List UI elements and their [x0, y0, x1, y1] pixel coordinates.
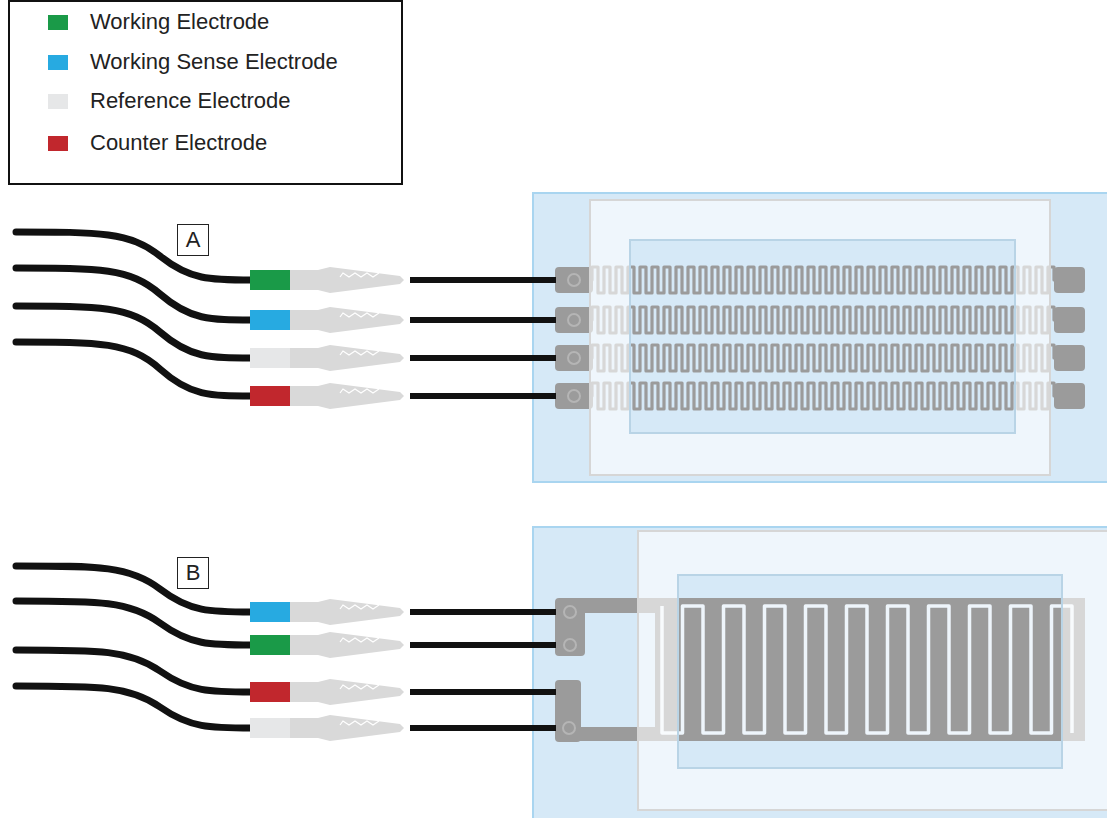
panel-letter: A	[186, 229, 201, 251]
contact-pad	[1054, 267, 1085, 293]
interdigitated-traces	[555, 598, 1085, 742]
serpentine-trace	[590, 345, 1058, 371]
lead-wire	[410, 725, 556, 731]
alligator-clip	[290, 632, 404, 658]
substrate-panel	[533, 193, 1107, 482]
color-tag	[250, 635, 290, 655]
clip-teeth	[340, 351, 379, 355]
legend-swatch	[48, 136, 68, 151]
panel-letter-box: A	[177, 224, 209, 256]
legend-box: Working ElectrodeWorking Sense Electrode…	[8, 0, 403, 185]
pad-via	[564, 639, 576, 651]
pad-via	[568, 314, 580, 326]
alligator-clip	[290, 345, 404, 371]
legend-entry: Reference Electrode	[48, 86, 291, 116]
contact-pad	[555, 383, 593, 409]
lead-wire	[410, 609, 556, 615]
legend-swatch	[48, 94, 68, 109]
legend-label: Working Electrode	[90, 9, 269, 35]
lead-wire	[410, 689, 556, 695]
cable-leads	[16, 232, 556, 741]
pad-via	[563, 722, 575, 734]
panel-letter: B	[186, 562, 201, 584]
clip-teeth	[340, 273, 379, 277]
sensing-window	[678, 575, 1062, 768]
color-tag	[250, 310, 290, 330]
contact-pad	[1054, 383, 1085, 409]
cable	[16, 232, 252, 280]
alligator-clip	[290, 307, 404, 333]
contact-pad	[1054, 307, 1085, 333]
alligator-clip	[290, 715, 404, 741]
substrate-panel	[533, 527, 1107, 818]
legend-label: Counter Electrode	[90, 130, 267, 156]
lead-wire	[410, 393, 556, 399]
legend-label: Working Sense Electrode	[90, 49, 338, 75]
clip-teeth	[340, 721, 379, 725]
legend-entry: Working Sense Electrode	[48, 47, 338, 77]
color-tag	[250, 602, 290, 622]
pad-via	[568, 390, 580, 402]
panel-letter-box: B	[177, 557, 209, 589]
clip-teeth	[340, 638, 379, 642]
lead-wire	[410, 355, 556, 361]
encapsulation-frame	[638, 531, 1107, 810]
clip-teeth	[340, 389, 379, 393]
pad-via	[568, 274, 580, 286]
contact-pad	[555, 345, 593, 371]
serpentine-trace	[590, 383, 1058, 409]
clip-teeth	[340, 313, 379, 317]
alligator-clip	[290, 679, 404, 705]
serpentine-traces	[555, 267, 1085, 409]
comb-area	[655, 598, 1085, 741]
sensing-window	[630, 240, 1015, 433]
alligator-clip	[290, 383, 404, 409]
color-tag	[250, 348, 290, 368]
contact-pad	[1054, 345, 1085, 371]
legend-swatch	[48, 15, 68, 30]
contact-pad	[555, 307, 593, 333]
pad-via	[564, 606, 576, 618]
cable	[16, 601, 252, 645]
lead-wire	[410, 317, 556, 323]
cable	[16, 686, 252, 728]
color-tag	[250, 718, 290, 738]
contact-pad	[555, 267, 593, 293]
lead-wire	[410, 277, 556, 283]
legend-swatch	[48, 55, 68, 70]
serpentine-trace	[590, 267, 1058, 293]
cable	[16, 566, 252, 612]
contact-pad	[555, 680, 581, 742]
clip-teeth	[340, 685, 379, 689]
serpentine-trace	[590, 307, 1058, 333]
finger-gap	[662, 606, 1072, 733]
pad-via	[568, 352, 580, 364]
alligator-clip	[290, 267, 404, 293]
color-tag	[250, 270, 290, 290]
color-tag	[250, 386, 290, 406]
legend-entry: Working Electrode	[48, 7, 269, 37]
lead-wire	[410, 642, 556, 648]
encapsulation-frame	[590, 200, 1050, 475]
color-tag	[250, 682, 290, 702]
clip-teeth	[340, 605, 379, 609]
legend-entry: Counter Electrode	[48, 128, 267, 158]
cable	[16, 342, 252, 396]
legend-label: Reference Electrode	[90, 88, 291, 114]
alligator-clip	[290, 599, 404, 625]
